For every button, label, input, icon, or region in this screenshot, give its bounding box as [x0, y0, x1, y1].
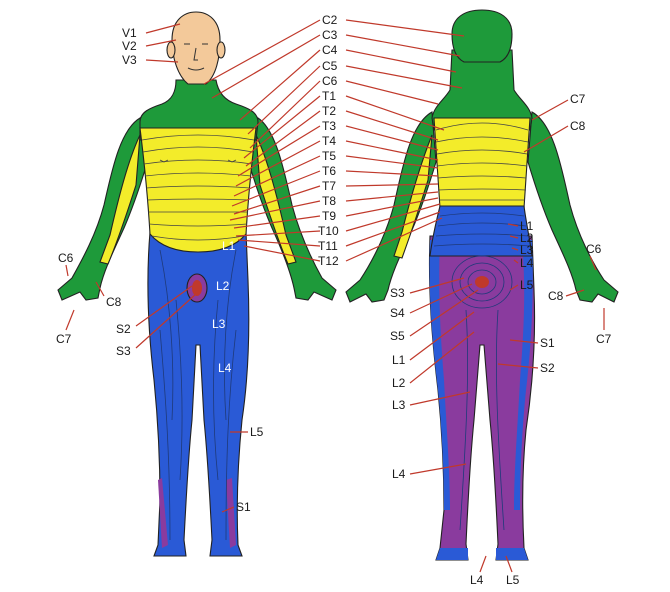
front-figure — [57, 11, 337, 557]
label-back-l5: L5 — [520, 278, 534, 292]
label-t1: T1 — [322, 89, 336, 103]
label-t5: T5 — [322, 149, 336, 163]
front-face-features — [184, 43, 208, 71]
label-c4: C4 — [322, 43, 338, 57]
label-back-l4: L4 — [520, 256, 534, 270]
label-t6: T6 — [322, 164, 336, 178]
label-front-c8: C8 — [106, 295, 122, 309]
label-front-c7: C7 — [56, 332, 72, 346]
label-t10: T10 — [318, 224, 339, 238]
front-right-arm — [247, 117, 337, 301]
label-t4: T4 — [322, 134, 336, 148]
label-c2: C2 — [322, 13, 338, 27]
label-c3: C3 — [322, 28, 338, 42]
label-t2: T2 — [322, 104, 336, 118]
label-back-l1: L1 — [520, 219, 534, 233]
label-front-s2: S2 — [116, 322, 131, 336]
label-t11: T11 — [318, 239, 338, 253]
front-leg-bands — [159, 249, 237, 541]
label-front-l5: L5 — [250, 425, 264, 439]
back-right-leg-blue — [514, 240, 533, 510]
front-torso-neck — [139, 79, 259, 141]
front-right-arm-t1 — [255, 134, 297, 265]
front-nipples — [159, 159, 237, 163]
label-back-sl1: L1 — [392, 353, 406, 367]
front-right-ear — [216, 41, 226, 59]
back-left-arm — [345, 111, 437, 303]
label-back-foot-l4: L4 — [470, 573, 484, 587]
label-back-sl2: L2 — [392, 376, 406, 390]
front-legs — [147, 231, 250, 557]
front-left-arm-t1 — [99, 134, 141, 265]
label-v1: V1 — [122, 26, 137, 40]
back-torso-neck — [431, 49, 533, 131]
label-v2: V2 — [122, 39, 137, 53]
center-labels: C2 C3 C4 C5 C6 T1 T2 T3 T4 T5 T6 T7 T8 T… — [318, 13, 339, 268]
back-head — [451, 9, 513, 63]
label-t3: T3 — [322, 119, 336, 133]
label-back-s3: S3 — [390, 286, 405, 300]
label-front-s1: S1 — [236, 500, 251, 514]
back-sacral-rings — [451, 255, 513, 309]
label-front-c6: C6 — [58, 251, 74, 265]
label-back-s1: S1 — [540, 336, 555, 350]
front-right-s1-strip — [226, 478, 236, 548]
back-torso-lumbar — [429, 205, 533, 257]
front-thoracic-bands — [141, 134, 255, 241]
label-front-l1: L1 — [222, 239, 236, 253]
label-back-l2: L2 — [520, 231, 534, 245]
back-thoracic-bands — [435, 122, 529, 201]
front-left-s1-strip — [158, 478, 168, 548]
label-c5: C5 — [322, 59, 338, 73]
back-leg-bands — [459, 309, 505, 531]
labels: V1 V2 V3 C2 C3 C4 C5 C6 T1 T2 T3 T4 T5 T… — [56, 13, 612, 587]
label-back-sl3: L3 — [392, 398, 406, 412]
back-right-arm — [527, 111, 619, 303]
label-back-s5: S5 — [390, 329, 405, 343]
label-v3: V3 — [122, 53, 137, 67]
label-t12: T12 — [318, 254, 339, 268]
label-back-s4: S4 — [390, 306, 405, 320]
label-front-s3: S3 — [116, 344, 131, 358]
label-back-c7: C7 — [596, 332, 612, 346]
label-t7: T7 — [322, 179, 336, 193]
label-front-l4: L4 — [218, 361, 232, 375]
front-torso-thoracic — [139, 127, 257, 253]
label-back-c8: C8 — [548, 289, 564, 303]
back-right-foot-blue — [496, 548, 528, 560]
label-t8: T8 — [322, 194, 336, 208]
back-lumbar-bands — [433, 212, 531, 247]
label-back-c8: C8 — [570, 119, 586, 133]
label-front-l2: L2 — [216, 279, 230, 293]
label-back-l3: L3 — [520, 243, 534, 257]
label-back-sl4: L4 — [392, 467, 406, 481]
back-left-foot-blue — [436, 548, 468, 560]
back-left-leg-blue — [429, 240, 450, 510]
label-c6: C6 — [322, 74, 338, 88]
back-figure — [345, 9, 619, 561]
label-back-c6: C6 — [586, 242, 602, 256]
label-back-foot-l5: L5 — [506, 573, 520, 587]
front-left-arm — [57, 117, 149, 301]
label-t9: T9 — [322, 209, 336, 223]
label-back-s2: S2 — [540, 361, 555, 375]
front-left-ear — [166, 41, 176, 59]
leader-lines — [65, 19, 605, 573]
label-front-l3: L3 — [212, 317, 226, 331]
label-back-c7: C7 — [570, 92, 586, 106]
front-sacral-core — [192, 280, 202, 296]
